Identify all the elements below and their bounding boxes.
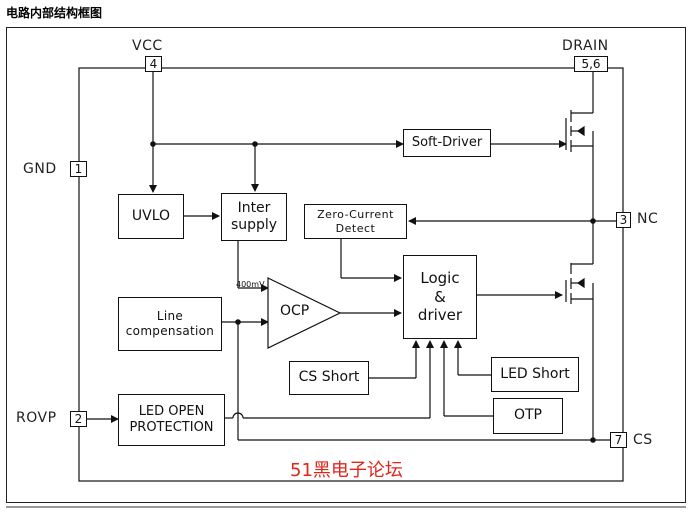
otp-block: OTP (493, 398, 563, 434)
watermark-text: 51黑电子论坛 (290, 460, 403, 481)
pin-number-cs: 7 (610, 432, 627, 448)
pin-number-nc: 3 (616, 212, 631, 228)
pin-number-gnd: 1 (70, 161, 87, 177)
pin-number-vcc: 4 (145, 56, 162, 72)
bottom-mosfet (565, 263, 594, 304)
ic-outline (78, 67, 624, 482)
diagram-caption: 电路内部结构框图 (6, 6, 103, 20)
line-compensation-block: Line compensation (118, 297, 222, 351)
pin-label-gnd: GND (23, 161, 57, 177)
inter-supply-block: Inter supply (221, 193, 287, 241)
bottom-rule (6, 506, 686, 508)
pin-label-vcc: VCC (132, 38, 163, 54)
ocp-label: OCP (280, 303, 310, 319)
ocp-comparator (267, 277, 342, 349)
diagram-frame (6, 27, 686, 503)
soft-driver-block: Soft-Driver (403, 129, 491, 157)
cs-short-block: CS Short (289, 361, 369, 395)
pin-number-rovp: 2 (70, 411, 87, 427)
pin-label-cs: CS (633, 432, 653, 448)
reference-voltage-label: 400mV (236, 280, 265, 289)
led-short-block: LED Short (491, 357, 579, 392)
uvlo-block: UVLO (118, 194, 184, 239)
pin-label-nc: NC (637, 211, 659, 227)
pin-label-drain: DRAIN (562, 38, 609, 54)
zero-current-detect-block: Zero-Current Detect (304, 204, 407, 239)
pin-label-rovp: ROVP (16, 410, 57, 426)
logic-driver-block: Logic & driver (403, 255, 477, 339)
led-open-protection-block: LED OPEN PROTECTION (118, 394, 225, 446)
pin-number-drain: 5,6 (574, 56, 608, 72)
